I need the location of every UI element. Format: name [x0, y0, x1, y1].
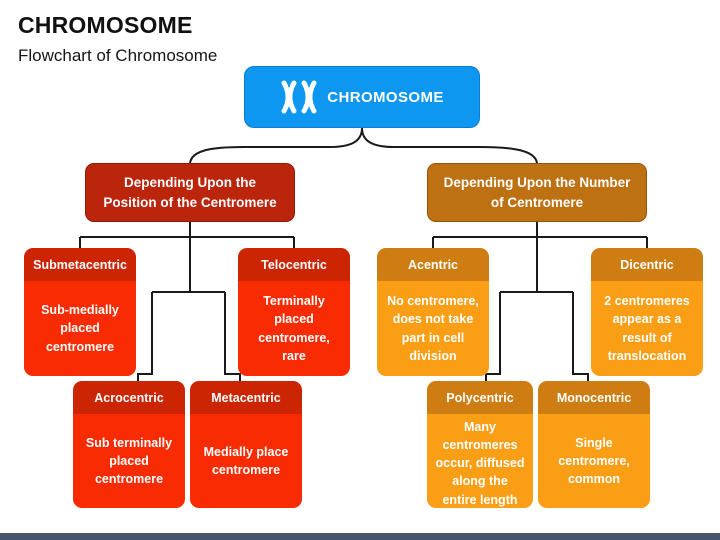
node-acentric: Acentric No centromere, does not take pa… [377, 248, 489, 376]
node-description: Sub-medially placed centromere [24, 281, 136, 376]
branch-header-position: Depending Upon the Position of the Centr… [85, 163, 295, 222]
left-tree [79, 222, 295, 382]
node-title: Telocentric [238, 248, 350, 281]
bottom-accent-bar [0, 533, 720, 540]
page-title: CHROMOSOME [18, 12, 193, 38]
right-tree [432, 222, 648, 382]
root-node-chromosome: CHROMOSOME [244, 66, 480, 128]
node-description: No centromere, does not take part in cel… [377, 281, 489, 376]
node-monocentric: Monocentric Single centromere, common [538, 381, 650, 508]
node-description: Sub terminally placed centromere [73, 414, 185, 508]
node-telocentric: Telocentric Terminally placed centromere… [238, 248, 350, 376]
node-title: Metacentric [190, 381, 302, 414]
node-title: Acrocentric [73, 381, 185, 414]
brace-right [361, 127, 538, 164]
branch-header-number: Depending Upon the Number of Centromere [427, 163, 647, 222]
node-metacentric: Metacentric Medially place centromere [190, 381, 302, 508]
node-description: 2 centromeres appear as a result of tran… [591, 281, 703, 376]
node-submetacentric: Submetacentric Sub-medially placed centr… [24, 248, 136, 376]
page-subtitle: Flowchart of Chromosome [18, 46, 218, 65]
chromosome-icon [281, 80, 317, 114]
node-dicentric: Dicentric 2 centromeres appear as a resu… [591, 248, 703, 376]
branch-header-label: Depending Upon the Number of Centromere [443, 174, 631, 210]
node-description: Many centromeres occur, diffused along t… [427, 414, 533, 508]
node-description: Single centromere, common [538, 414, 650, 508]
node-title: Submetacentric [24, 248, 136, 281]
branch-header-label: Depending Upon the Position of the Centr… [103, 174, 277, 210]
node-title: Acentric [377, 248, 489, 281]
node-description: Medially place centromere [190, 414, 302, 508]
node-title: Dicentric [591, 248, 703, 281]
root-node-label: CHROMOSOME [327, 88, 444, 106]
node-description: Terminally placed centromere, rare [238, 281, 350, 376]
node-title: Monocentric [538, 381, 650, 414]
brace-left [189, 127, 363, 164]
node-polycentric: Polycentric Many centromeres occur, diff… [427, 381, 533, 508]
node-title: Polycentric [427, 381, 533, 414]
node-acrocentric: Acrocentric Sub terminally placed centro… [73, 381, 185, 508]
